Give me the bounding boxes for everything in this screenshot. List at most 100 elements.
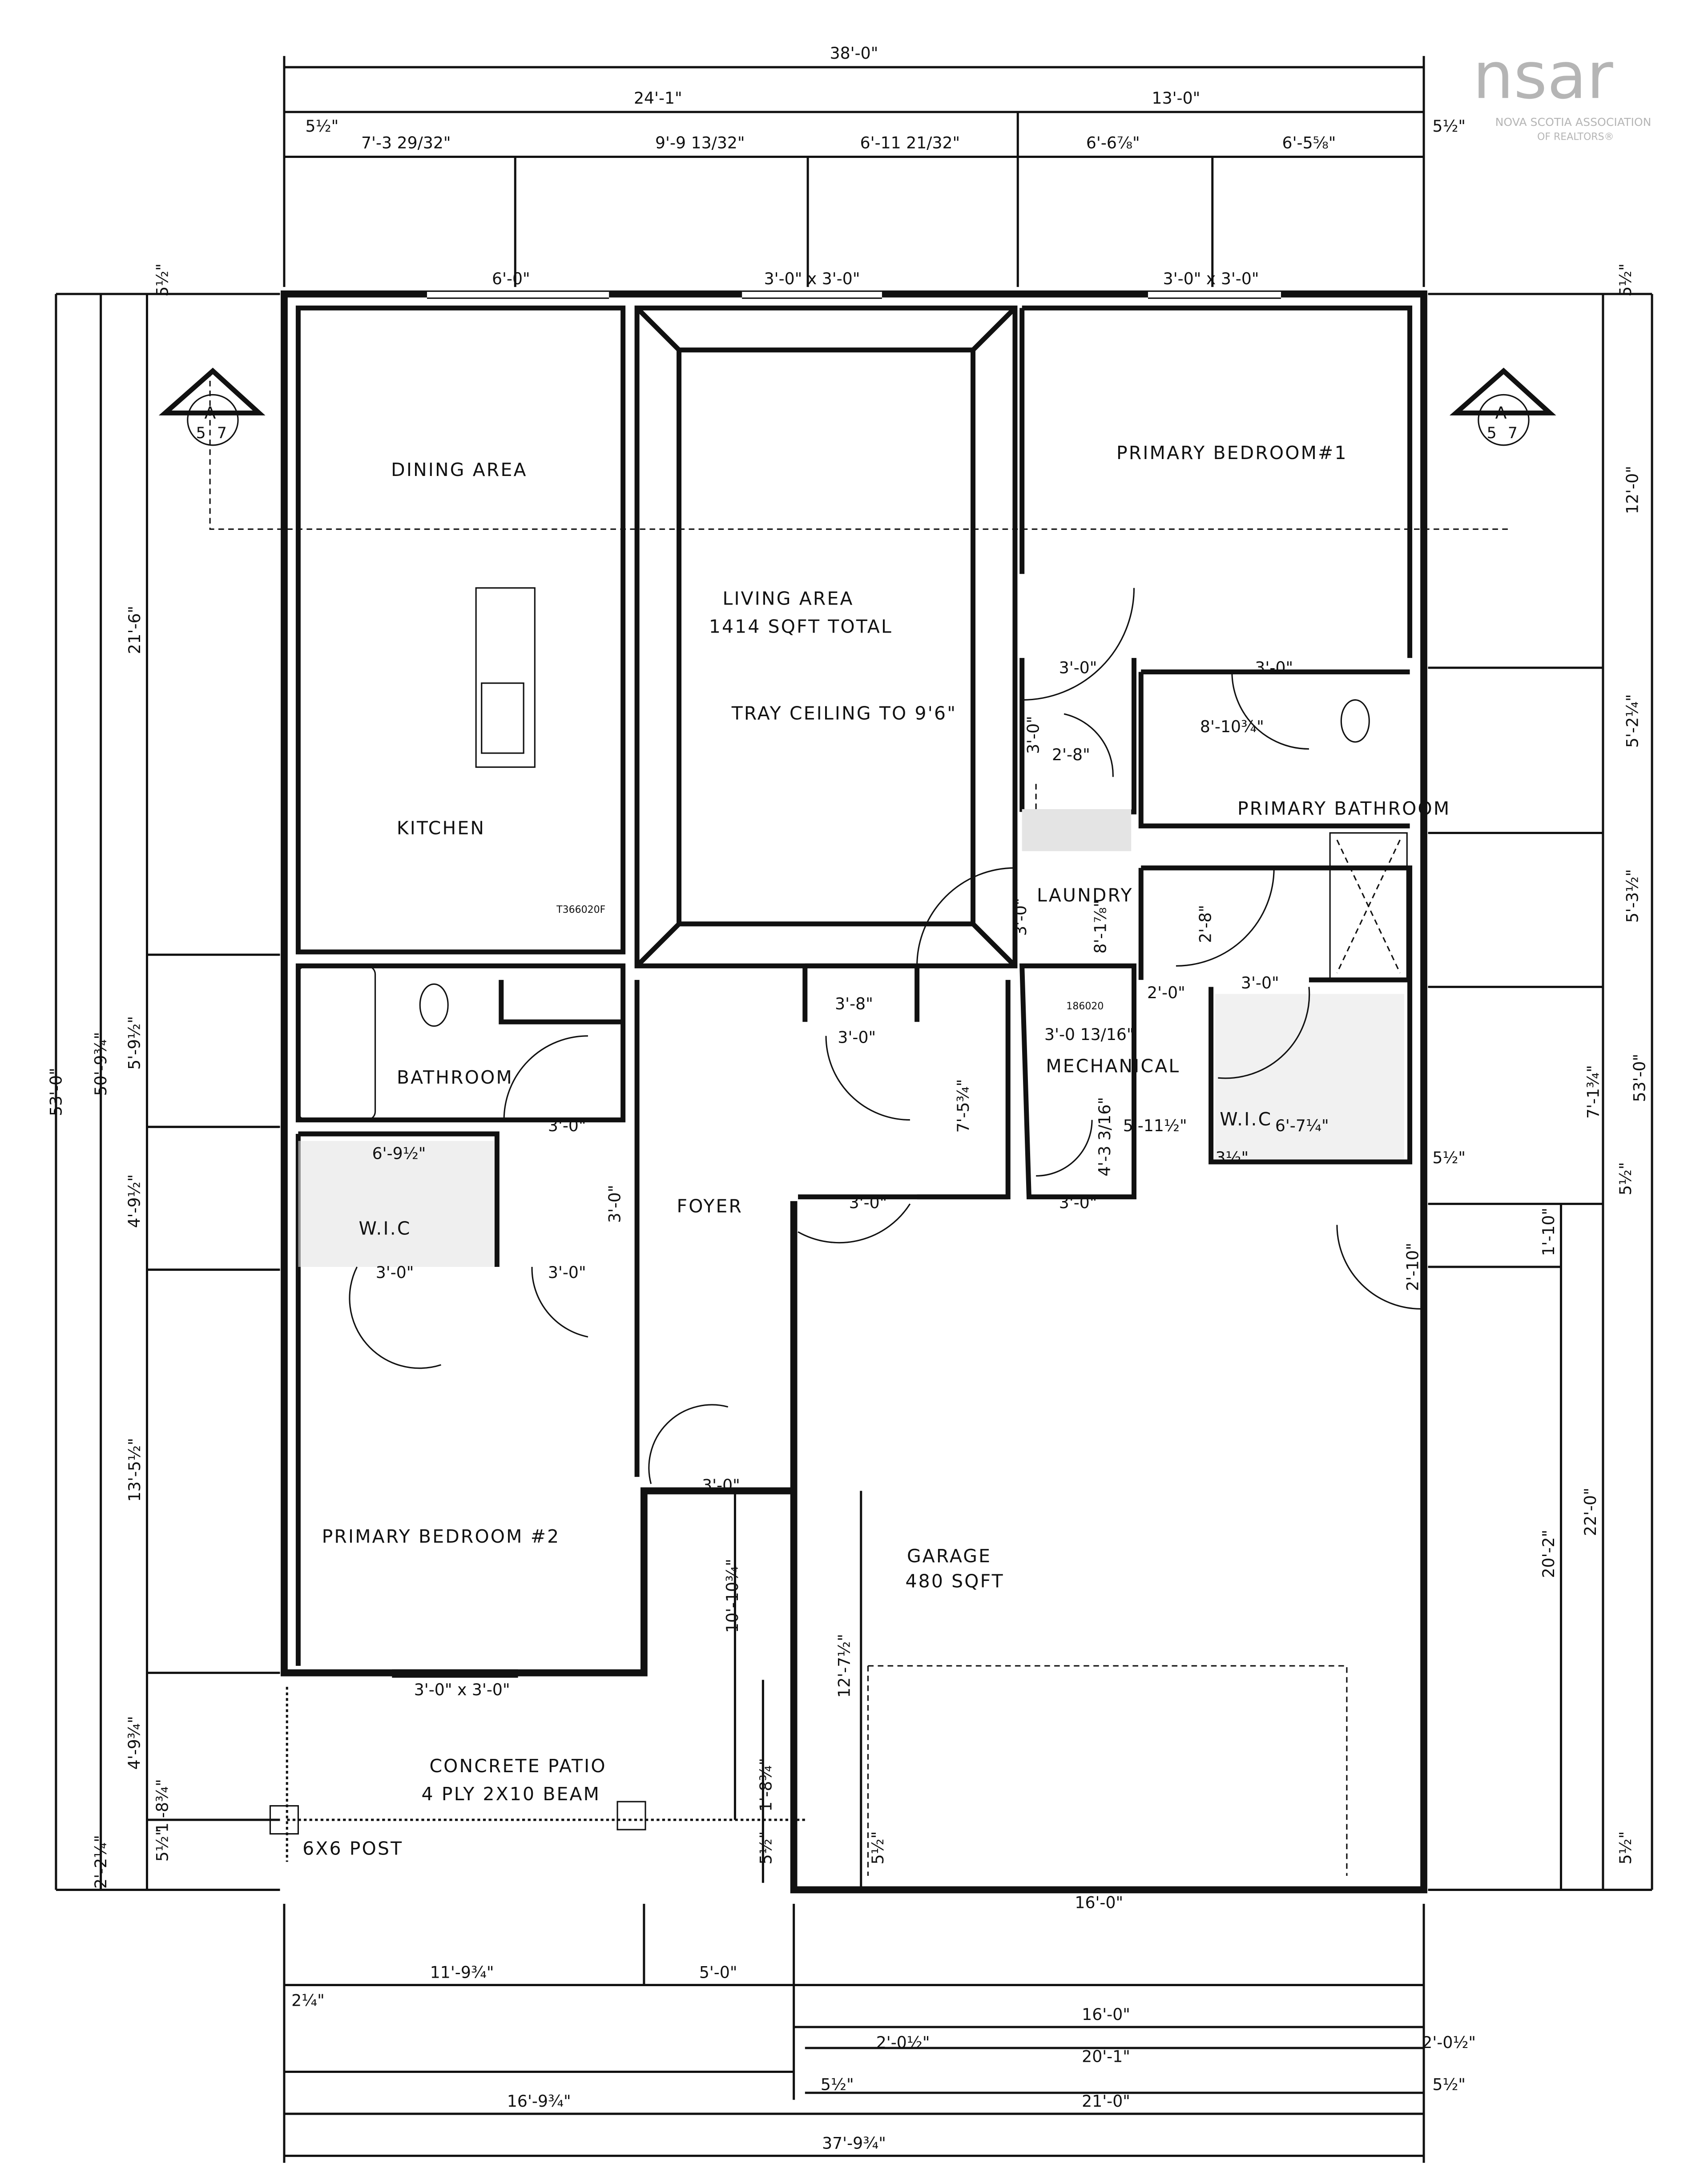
dimension-label: 5½" — [756, 1831, 775, 1865]
room-label: LAUNDRY — [1037, 885, 1133, 906]
dimension-label: 5½" — [1432, 1148, 1466, 1167]
dimension-label: 3'-0" x 3'-0" — [414, 1680, 510, 1699]
dimension-label: 3'-0" — [548, 1263, 586, 1282]
dimension-label: 3'-0" — [1255, 658, 1293, 677]
room-label: TRAY CEILING TO 9'6" — [731, 703, 957, 724]
dimension-label: 7'-1¾" — [1583, 1065, 1603, 1119]
fixture-label: T366020F — [556, 904, 605, 915]
room-label: CONCRETE PATIO — [429, 1755, 606, 1777]
fixture-labels: T366020F 186020 — [556, 904, 1104, 1012]
dimension-label: 16'-0" — [1075, 1893, 1123, 1912]
dimension-label: 5½" — [153, 263, 172, 297]
section-marker-right: A 5 7 — [1449, 367, 1556, 446]
dimension-label: 3'-0" x 3'-0" — [764, 269, 860, 288]
dimension-label: 3'-0" — [1241, 973, 1279, 992]
dimension-label: 3'-0" — [1023, 716, 1043, 754]
dimension-label: 38'-0" — [830, 44, 878, 63]
dimension-label: 1'-8¾" — [756, 1758, 775, 1812]
dimension-label: 16'-0" — [1082, 2005, 1130, 2024]
dimension-label: 5½" — [1432, 117, 1466, 136]
dimension-label: 5½" — [821, 2075, 854, 2094]
dimension-label: 2'-0½" — [876, 2033, 930, 2052]
dimension-label: 7'-5¾" — [954, 1079, 973, 1133]
dimension-label: 3'-0" — [1059, 658, 1097, 677]
dimension-label: 22'-0" — [1581, 1488, 1600, 1536]
nsar-logo: nsar NOVA SCOTIA ASSOCIATION OF REALTORS… — [1473, 39, 1651, 142]
dimension-label: 24'-1" — [634, 89, 682, 108]
dimension-label: 6'-7¼" — [1275, 1116, 1329, 1135]
dimension-label: 3'-0 13/16" — [1044, 1025, 1134, 1044]
dimension-label: 11'-9¾" — [430, 1963, 494, 1982]
dimension-label: 3'-8" — [835, 994, 873, 1013]
dimension-label: 5½" — [1616, 1831, 1635, 1865]
dimension-label: 8'-10¾" — [1200, 717, 1264, 736]
dimension-label: 3'-0" x 3'-0" — [1163, 269, 1259, 288]
post — [269, 1805, 299, 1835]
dimension-label: 12'-7½" — [835, 1634, 854, 1698]
room-label: GARAGE — [907, 1545, 991, 1567]
fixtures — [269, 587, 1408, 1862]
dimension-label: 2'-0½" — [1422, 2033, 1476, 2052]
wic-shelving — [298, 1141, 495, 1267]
dimension-label: 5½" — [306, 117, 339, 136]
room-label: LIVING AREA — [723, 588, 854, 609]
dimension-label: 21'-6" — [125, 606, 144, 654]
room-label: PRIMARY BEDROOM #2 — [322, 1526, 560, 1547]
room-label: 480 SQFT — [905, 1571, 1004, 1592]
toilet — [1340, 699, 1370, 743]
kitchen-island — [475, 587, 536, 768]
closet-shelf — [1022, 809, 1132, 851]
room-label: W.I.C — [359, 1218, 411, 1239]
dimension-label: 3'-0" — [702, 1476, 740, 1495]
dimension-label: 13'-0" — [1152, 89, 1200, 108]
room-label: 6X6 POST — [302, 1838, 403, 1859]
dimension-label: 3'-0" — [376, 1263, 414, 1282]
dimension-label: 20'-2" — [1539, 1530, 1558, 1578]
dimension-label: 5'-2¼" — [1623, 694, 1642, 748]
dimension-label: 3'-0" — [838, 1028, 876, 1047]
section-letter: A — [1495, 403, 1507, 423]
wic-shelving — [1215, 994, 1404, 1159]
dimension-label: 53'-0" — [1630, 1054, 1649, 1102]
shower — [1329, 832, 1408, 981]
dimension-label: 20'-1" — [1082, 2047, 1130, 2066]
section-num: 5 — [1487, 424, 1497, 442]
toilet — [419, 983, 449, 1027]
dimension-label: 16'-9¾" — [507, 2092, 571, 2111]
dimension-labels: 38'-0" 24'-1" 13'-0" 5½" 7'-3 29/32" 9'-9 13/… — [46, 44, 1649, 2153]
dimension-label: 37'-9¾" — [822, 2134, 886, 2153]
dimension-label: 6'-11 21/32" — [860, 133, 960, 153]
dimension-label: 9'-9 13/32" — [655, 133, 745, 153]
dimension-label: 2¼" — [291, 1991, 325, 2010]
section-letter: A — [205, 403, 216, 423]
exterior-walls — [281, 290, 1427, 1894]
dimension-label: 3'-0" — [1011, 898, 1030, 936]
sink — [481, 682, 524, 754]
section-num: 7 — [1508, 424, 1518, 442]
dimension-label: 3½" — [1215, 1148, 1249, 1167]
dimension-lines — [55, 56, 1653, 2163]
room-label: 1414 SQFT TOTAL — [709, 616, 893, 637]
dimension-label: 5'-0" — [699, 1963, 737, 1982]
dimension-label: 7'-3 29/32" — [361, 133, 451, 153]
dimension-label: 53'-0" — [46, 1068, 65, 1116]
section-num: 5 — [196, 424, 206, 442]
fixture-label: 186020 — [1066, 1001, 1104, 1012]
dimension-label: 4'-3 3/16" — [1095, 1097, 1114, 1176]
dimension-label: 3'-0" — [548, 1116, 586, 1135]
dimension-label: 13'-5½" — [125, 1438, 144, 1502]
dimension-label: 2'-10" — [1403, 1243, 1422, 1291]
dimension-label: 1'-10" — [1539, 1208, 1558, 1256]
room-label: MECHANICAL — [1046, 1056, 1180, 1077]
logo-mark: nsar — [1473, 39, 1613, 113]
section-num: 7 — [217, 424, 227, 442]
section-marker-left: A 5 7 — [158, 367, 266, 446]
dimension-label: 3'-0" — [605, 1185, 624, 1223]
dimension-label: 5½" — [1616, 263, 1635, 297]
room-label: W.I.C — [1220, 1109, 1272, 1130]
doors — [349, 588, 1421, 1484]
dimension-label: 5½" — [868, 1831, 887, 1865]
logo-line2: OF REALTORS® — [1537, 132, 1614, 143]
room-label: PRIMARY BATHROOM — [1237, 798, 1450, 819]
